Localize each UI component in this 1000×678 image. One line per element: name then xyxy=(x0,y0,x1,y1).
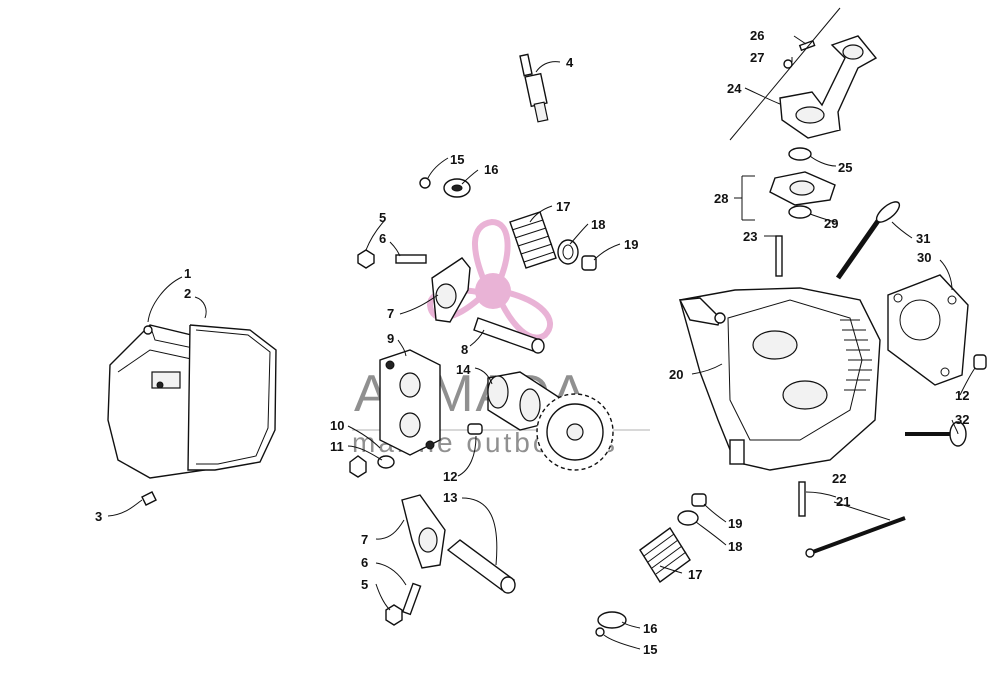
long-bolt xyxy=(805,516,906,558)
callout-7-top: 7 xyxy=(387,306,394,321)
callout-32: 32 xyxy=(955,412,969,427)
dowel-pin-gasket xyxy=(973,354,987,370)
intake-manifold xyxy=(779,35,878,139)
rocker-shaft-top xyxy=(473,317,545,354)
cotter-bottom xyxy=(595,627,605,637)
callout-15-bottom: 15 xyxy=(643,642,657,657)
callout-4: 4 xyxy=(566,55,574,70)
callout-31: 31 xyxy=(916,231,930,246)
spring-seat-bottom xyxy=(677,510,699,526)
valve-spring-bottom xyxy=(639,526,691,584)
head-cover-gasket xyxy=(187,324,277,471)
o-ring-lower xyxy=(788,205,812,219)
callout-numbers: 1 2 3 4 5 6 7 8 9 10 11 12 13 14 15 16 1… xyxy=(95,28,969,657)
callout-24: 24 xyxy=(727,81,742,96)
callout-6-top: 6 xyxy=(379,231,386,246)
callout-25: 25 xyxy=(838,160,852,175)
callout-10: 10 xyxy=(330,418,344,433)
callout-30: 30 xyxy=(917,250,931,265)
holder-nut xyxy=(349,455,367,478)
callout-5-top: 5 xyxy=(379,210,386,225)
callout-13: 13 xyxy=(443,490,457,505)
cotter-top xyxy=(419,177,431,189)
callout-7-bottom: 7 xyxy=(361,532,368,547)
callout-8: 8 xyxy=(461,342,468,357)
valve-retainer-top xyxy=(443,178,471,198)
cover-bolt xyxy=(141,491,157,506)
callout-18-top: 18 xyxy=(591,217,605,232)
rocker-arm-bottom xyxy=(401,494,446,569)
cylinder-head-gasket xyxy=(887,274,969,386)
armada-logo-mark xyxy=(426,218,553,341)
callout-17-bottom: 17 xyxy=(688,567,702,582)
cam-sprocket xyxy=(536,393,614,471)
valve-seal-bottom xyxy=(691,493,707,507)
manifold-nut xyxy=(783,59,793,69)
callout-1: 1 xyxy=(184,266,191,281)
callout-28: 28 xyxy=(714,191,728,206)
callout-2: 2 xyxy=(184,286,191,301)
dowel-pin-left xyxy=(467,423,483,435)
valve-spring-top xyxy=(509,211,557,269)
callout-16-top: 16 xyxy=(484,162,498,177)
callout-18-bottom: 18 xyxy=(728,539,742,554)
callout-12-right: 12 xyxy=(955,388,969,403)
callout-21: 21 xyxy=(836,494,850,509)
rocker-arm-top xyxy=(431,257,471,323)
callout-27: 27 xyxy=(750,50,764,65)
holder-washer xyxy=(377,455,395,469)
callout-15-top: 15 xyxy=(450,152,464,167)
callout-26: 26 xyxy=(750,28,764,43)
callout-12-left: 12 xyxy=(443,469,457,484)
spark-plug xyxy=(519,53,549,123)
callout-14: 14 xyxy=(456,362,471,377)
leader-lines xyxy=(107,7,976,650)
adjust-screw-bottom xyxy=(401,582,422,616)
valve-seal-top xyxy=(581,255,597,271)
insulator-plate xyxy=(769,171,836,206)
callout-22: 22 xyxy=(832,471,846,486)
valve-retainer-bottom xyxy=(597,611,627,629)
callout-19-top: 19 xyxy=(624,237,638,252)
rocker-shaft-bottom xyxy=(446,539,516,594)
callout-11: 11 xyxy=(330,439,344,454)
callout-29: 29 xyxy=(824,216,838,231)
cylinder-head xyxy=(678,287,881,471)
stud-bolt xyxy=(775,235,783,277)
callout-3: 3 xyxy=(95,509,102,524)
callout-6-bottom: 6 xyxy=(361,555,368,570)
callout-17-top: 17 xyxy=(556,199,570,214)
callout-23: 23 xyxy=(743,229,757,244)
callout-16-bottom: 16 xyxy=(643,621,657,636)
adjust-nut-top xyxy=(357,249,375,269)
callout-20: 20 xyxy=(669,367,683,382)
callout-19-bottom: 19 xyxy=(728,516,742,531)
manifold-bolt xyxy=(798,39,816,52)
o-ring-upper xyxy=(788,147,812,161)
callout-5-bottom: 5 xyxy=(361,577,368,592)
adjust-screw-top xyxy=(395,254,427,264)
exhaust-valve xyxy=(835,201,901,280)
rocker-holder xyxy=(379,349,441,456)
callout-9: 9 xyxy=(387,331,394,346)
spring-seat-top xyxy=(557,239,579,265)
dowel-pin-right xyxy=(798,481,806,517)
